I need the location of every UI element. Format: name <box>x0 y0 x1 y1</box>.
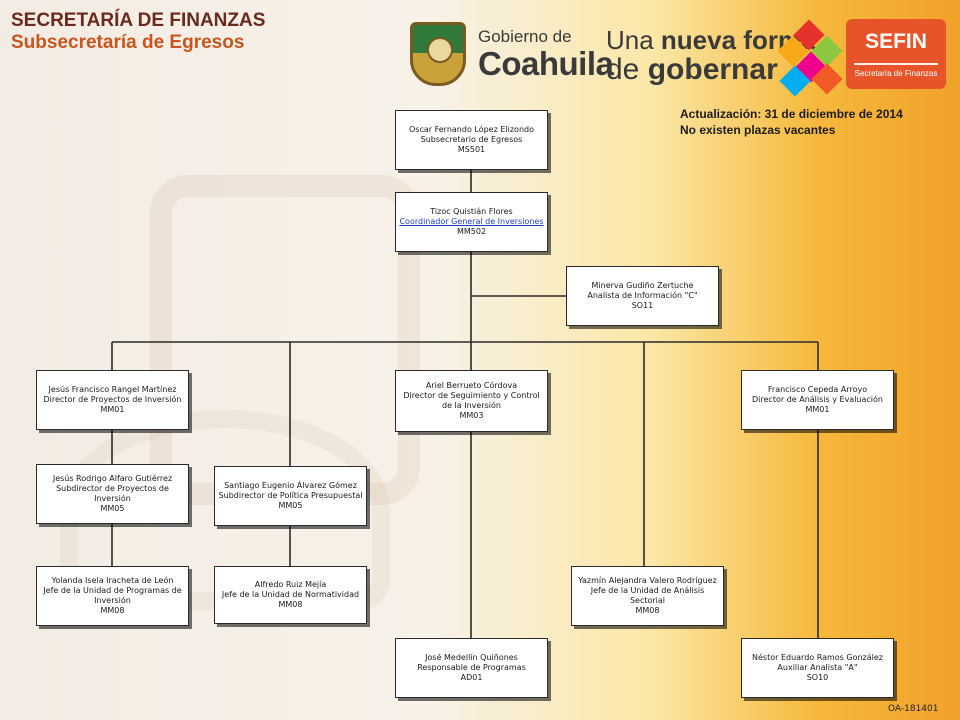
gobierno-logo-big: Coahuila <box>478 45 614 82</box>
node-title: Auxiliar Analista "A" <box>777 663 858 672</box>
node-name: Francisco Cepeda Arroyo <box>767 385 868 394</box>
node-code: AD01 <box>460 673 483 682</box>
coahuila-shield-icon <box>410 22 466 86</box>
node-title: Director de Seguimiento y Control de la … <box>403 391 540 410</box>
slogan-line2-b: gobernar <box>647 53 778 86</box>
update-date: Actualización: 31 de diciembre de 2014 <box>680 107 903 121</box>
org-node-analista-informacion: Minerva Gudiño Zertuche Analista de Info… <box>566 266 719 326</box>
gobierno-coahuila-logo: Gobierno de Coahuila <box>478 27 614 82</box>
node-title: Director de Análisis y Evaluación <box>752 395 883 404</box>
node-title: Jefe de la Unidad de Programas de Invers… <box>43 586 182 605</box>
node-name: Yolanda Isela Iracheta de León <box>51 576 174 585</box>
org-node-jefe-programas-inversion: Yolanda Isela Iracheta de León Jefe de l… <box>36 566 189 626</box>
node-name: Santiago Eugenio Álvarez Gómez <box>224 481 357 490</box>
node-name: Minerva Gudiño Zertuche <box>591 281 694 290</box>
node-name: Jesús Francisco Rangel Martínez <box>48 385 177 394</box>
vacancy-note: No existen plazas vacantes <box>680 123 836 137</box>
coordinador-link[interactable]: Coordinador General de Inversiones <box>399 217 544 226</box>
gobierno-logo-small: Gobierno de <box>478 27 572 46</box>
org-node-auxiliar-analista: Néstor Eduardo Ramos González Auxiliar A… <box>741 638 894 698</box>
node-code: MM08 <box>278 600 303 609</box>
node-name: Ariel Berrueto Córdova <box>425 381 518 390</box>
org-node-subdirector-politica: Santiago Eugenio Álvarez Gómez Subdirect… <box>214 466 367 526</box>
node-code: MM05 <box>278 501 303 510</box>
slogan-logo: Una nueva forma de gobernar <box>606 26 816 86</box>
node-code: MM01 <box>100 405 125 414</box>
node-code: MM502 <box>456 227 487 236</box>
node-code: MM08 <box>100 606 125 615</box>
org-node-director-seguimiento: Ariel Berrueto Córdova Director de Segui… <box>395 370 548 432</box>
slogan-line-2: de gobernar <box>606 54 816 86</box>
node-title: Director de Proyectos de Inversión <box>43 395 182 404</box>
node-code: SO10 <box>806 673 829 682</box>
org-node-coordinador-inversiones: Tizoc Quistián Flores Coordinador Genera… <box>395 192 548 252</box>
document-code: OA-181401 <box>888 704 939 714</box>
node-name: Néstor Eduardo Ramos González <box>752 653 883 662</box>
sefin-logo-subtitle: Secretaría de Finanzas <box>854 69 938 78</box>
slogan-line2-a: de <box>606 53 648 86</box>
node-title: Subdirector de Proyectos de Inversión <box>56 484 169 503</box>
org-node-jefe-normatividad: Alfredo Ruiz Mejía Jefe de la Unidad de … <box>214 566 367 624</box>
sefin-logo-divider <box>854 63 938 65</box>
update-notice: Actualización: 31 de diciembre de 2014 N… <box>680 106 903 138</box>
node-code: MM01 <box>805 405 830 414</box>
node-code: MS501 <box>457 145 486 154</box>
node-name: Oscar Fernando López Elizondo <box>409 125 534 134</box>
org-node-director-analisis: Francisco Cepeda Arroyo Director de Anál… <box>741 370 894 430</box>
page-title: SECRETARÍA DE FINANZAS <box>11 10 266 31</box>
org-node-director-proyectos: Jesús Francisco Rangel Martínez Director… <box>36 370 189 430</box>
sefin-logo-name: SEFIN <box>865 30 927 53</box>
node-code: MM05 <box>100 504 125 513</box>
node-title: Subdirector de Política Presupuestal <box>218 491 363 500</box>
node-title: Jefe de la Unidad de Análisis Sectorial <box>590 586 705 605</box>
node-code: MM08 <box>635 606 660 615</box>
node-name: José Medellín Quiñones <box>425 653 518 662</box>
node-code: MM03 <box>459 411 484 420</box>
node-title: Responsable de Programas <box>417 663 526 672</box>
node-title: Analista de Información "C" <box>587 291 698 300</box>
org-node-subsecretario: Oscar Fernando López Elizondo Subsecreta… <box>395 110 548 170</box>
org-node-subdirector-proyectos: Jesús Rodrigo Alfaro Gutiérrez Subdirect… <box>36 464 189 524</box>
node-name: Alfredo Ruiz Mejía <box>254 580 327 589</box>
page-subtitle: Subsecretaría de Egresos <box>11 32 245 53</box>
slogan-line1-a: Una <box>606 25 661 55</box>
sefin-logo: SEFIN Secretaría de Finanzas <box>846 19 946 89</box>
title-block: SECRETARÍA DE FINANZAS Subsecretaría de … <box>11 10 265 54</box>
node-title: Jefe de la Unidad de Normatividad <box>221 590 360 599</box>
node-name: Jesús Rodrigo Alfaro Gutiérrez <box>52 474 173 483</box>
node-code: SO11 <box>631 301 654 310</box>
node-name: Yazmín Alejandra Valero Rodríguez <box>578 576 717 585</box>
node-title: Subsecretario de Egresos <box>420 135 523 144</box>
org-node-responsable-programas: José Medellín Quiñones Responsable de Pr… <box>395 638 548 698</box>
org-node-jefe-analisis-sectorial: Yazmín Alejandra Valero Rodríguez Jefe d… <box>571 566 724 626</box>
node-name: Tizoc Quistián Flores <box>430 207 513 216</box>
